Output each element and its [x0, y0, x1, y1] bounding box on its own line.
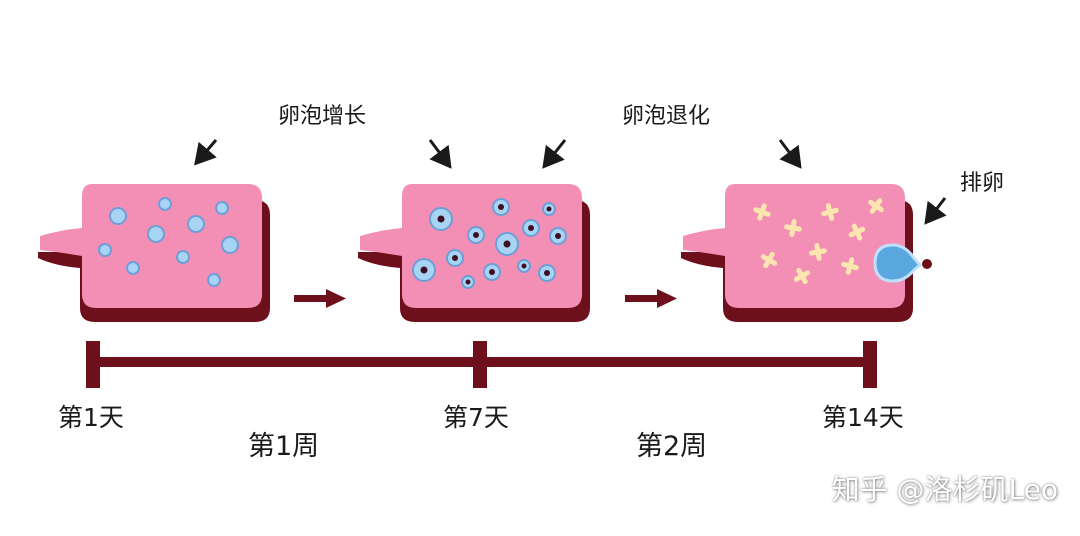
pointer-arrow-growth — [194, 139, 218, 166]
pointer-arrow-ovulation — [924, 197, 947, 225]
ovulating-follicle — [873, 243, 932, 283]
label-day-1: 第1天 — [58, 403, 124, 432]
released-egg — [922, 259, 932, 269]
label-follicle-regression: 卵泡退化 — [622, 104, 711, 129]
pointer-arrow-regression — [542, 139, 567, 169]
timeline — [86, 341, 877, 388]
label-day-7: 第7天 — [443, 403, 509, 432]
primordial-follicles — [98, 197, 239, 287]
pointer-arrow-regression-2 — [778, 139, 802, 169]
ovary-day7 — [358, 184, 590, 322]
watermark: 知乎 @洛杉矶Leo — [831, 473, 1058, 506]
timeline-tick-day14 — [863, 341, 877, 388]
ovary-body — [683, 184, 905, 308]
label-week-2: 第2周 — [636, 431, 708, 462]
label-week-1: 第1周 — [248, 431, 320, 462]
label-ovulation: 排卵 — [960, 171, 1005, 196]
ovary-body — [40, 184, 262, 308]
ovary-day14 — [681, 184, 932, 322]
progress-arrow-1 — [294, 289, 346, 308]
label-day-14: 第14天 — [822, 403, 904, 432]
ovary-day1 — [38, 184, 270, 322]
developing-follicles — [412, 198, 567, 289]
regressing-follicles — [753, 198, 884, 285]
pointer-arrow-growth-2 — [428, 139, 452, 169]
timeline-tick-day1 — [86, 341, 100, 388]
timeline-tick-day7 — [473, 341, 487, 388]
progress-arrow-2 — [625, 289, 677, 308]
label-follicle-growth: 卵泡增长 — [278, 104, 367, 129]
